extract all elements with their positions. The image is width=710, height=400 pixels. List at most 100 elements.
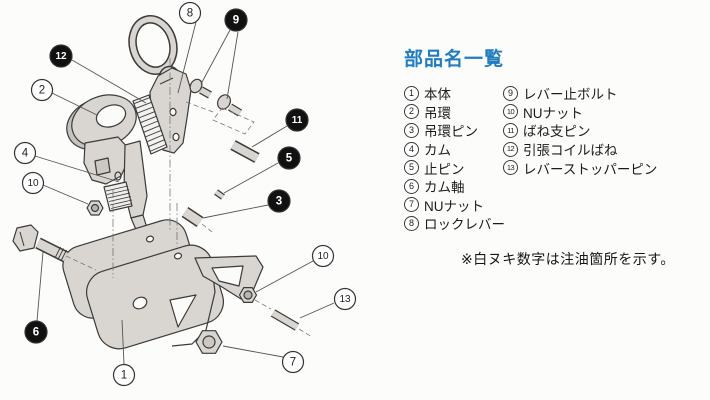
lever-stopper-pin <box>270 309 300 331</box>
shackle-pin <box>181 207 204 227</box>
callout-number: 12 <box>55 51 67 62</box>
callout-circle-6 <box>24 320 48 344</box>
callout-number: 2 <box>39 85 45 97</box>
callout-number: 13 <box>339 294 351 305</box>
parts-list-item: 5 止ピン <box>404 158 505 177</box>
callout-number: 6 <box>33 327 39 339</box>
parts-list-item: 8 ロックレバー <box>404 214 505 233</box>
callout-circle-5 <box>277 146 301 170</box>
parts-list-item: 10 NUナット <box>503 103 657 122</box>
part-number-badge: 3 <box>404 122 419 138</box>
callout-number: 7 <box>290 357 296 369</box>
callout-leader-line <box>51 92 98 116</box>
callout-circle-4 <box>13 141 37 165</box>
part-name: 止ピン <box>424 161 465 177</box>
callout-number: 3 <box>276 196 282 208</box>
parts-list-item: 3 吊環ピン <box>404 121 505 140</box>
callout-circle-2 <box>30 78 54 102</box>
callout-circle-3 <box>267 189 291 213</box>
part-number-badge: 8 <box>404 215 419 231</box>
part-number-badge: 13 <box>503 160 518 176</box>
cam-shaft-bolt <box>12 224 69 263</box>
part-number-badge: 7 <box>404 197 419 213</box>
callout-leader-line <box>71 59 147 104</box>
stop-pin <box>214 189 225 200</box>
parts-list-title: 部品名一覧 <box>404 49 505 70</box>
nu-nut-small-right <box>238 287 258 303</box>
parts-list-item: 11 ばね支ピン <box>503 121 657 140</box>
spring-support-pin <box>230 140 260 163</box>
parts-list-item: 13 レバーストッパーピン <box>503 158 657 177</box>
construction-lines <box>65 58 313 338</box>
callout-leader-line <box>226 31 239 100</box>
callout-leader-line <box>251 125 288 148</box>
callout-circle-12 <box>49 44 73 68</box>
part-name: 引張コイルばね <box>523 143 618 159</box>
parts-list-item: 12 引張コイルばね <box>503 140 657 159</box>
callout-circle-11 <box>285 108 309 132</box>
callout-number: 9 <box>233 15 239 27</box>
part-name: ばね支ピン <box>523 124 591 140</box>
part-name: レバーストッパーピン <box>523 161 658 177</box>
lubrication-note: ※白ヌキ数字は注油箇所を示す。 <box>461 251 675 267</box>
part-number-badge: 9 <box>503 85 518 101</box>
body <box>62 219 224 350</box>
part-name: 吊環 <box>424 105 451 121</box>
part-number-badge: 1 <box>404 85 419 101</box>
parts-list-panel: 部品名一覧 1 本体 2 吊環 3 吊環ピン 4 カム 5 止ピン 6 カム軸 7 NUナット 8 ロックレバ… <box>404 44 704 232</box>
callout-leader-line <box>42 184 89 205</box>
callout-leader-line <box>121 319 125 365</box>
part-name: カム <box>424 143 451 159</box>
nu-nut-large <box>195 330 223 354</box>
part-name: NUナット <box>523 105 583 121</box>
part-name: NUナット <box>424 198 484 214</box>
callout-leader-line <box>255 260 314 293</box>
callout-number: 10 <box>317 251 329 262</box>
callout-leader-line <box>222 345 284 358</box>
part-number-badge: 2 <box>404 104 419 120</box>
nu-nut-small-left <box>86 200 104 216</box>
part-number-badge: 11 <box>503 122 518 138</box>
part-name: ロックレバー <box>424 217 505 233</box>
callout-number: 8 <box>187 8 193 20</box>
part-number-badge: 12 <box>503 141 518 157</box>
callout-number: 4 <box>22 148 29 160</box>
callout-circle-8 <box>178 1 202 25</box>
callout-leader-line <box>36 251 44 322</box>
parts-list-item: 7 NUナット <box>404 196 505 215</box>
callout-circle-13 <box>333 287 357 311</box>
callout-number: 1 <box>121 370 127 382</box>
part-number-badge: 6 <box>404 178 419 194</box>
parts-column-1: 1 本体 2 吊環 3 吊環ピン 4 カム 5 止ピン 6 カム軸 7 NUナット 8 ロックレバー <box>404 84 505 233</box>
parts-list-item: 1 本体 <box>404 84 505 103</box>
part-name: カム軸 <box>424 180 465 196</box>
callout-leader-line <box>177 21 197 94</box>
callout-leader-line <box>202 204 269 219</box>
parts-list-item: 6 カム軸 <box>404 177 505 196</box>
parts-list-item: 4 カム <box>404 140 505 159</box>
callout-circle-1 <box>112 363 136 387</box>
callout-circle-7 <box>281 350 305 374</box>
callout-circle-9 <box>224 8 248 32</box>
callout-number: 11 <box>292 115 303 126</box>
exploded-diagram: 8 9 12 2 11 4 5 10 3 6 1 7 10 13 <box>12 1 357 387</box>
part-number-badge: 4 <box>404 141 419 157</box>
callout-circle-10 <box>21 171 45 195</box>
callout-leader-line <box>34 155 120 183</box>
callouts: 8 9 12 2 11 4 5 10 3 6 1 7 10 13 <box>13 1 357 387</box>
callout-number: 5 <box>286 153 293 165</box>
part-number-badge: 10 <box>503 104 518 120</box>
callout-circle-10 <box>311 244 335 268</box>
part-number-badge: 5 <box>404 160 419 176</box>
callout-leader-line <box>299 302 335 319</box>
cam <box>103 140 148 233</box>
part-name: 吊環ピン <box>424 124 478 140</box>
part-name: 本体 <box>424 87 451 103</box>
callout-number: 10 <box>27 178 39 189</box>
callout-leader-line <box>223 162 279 194</box>
callout-leader-line <box>200 29 231 85</box>
parts-list-item: 2 吊環 <box>404 103 505 122</box>
